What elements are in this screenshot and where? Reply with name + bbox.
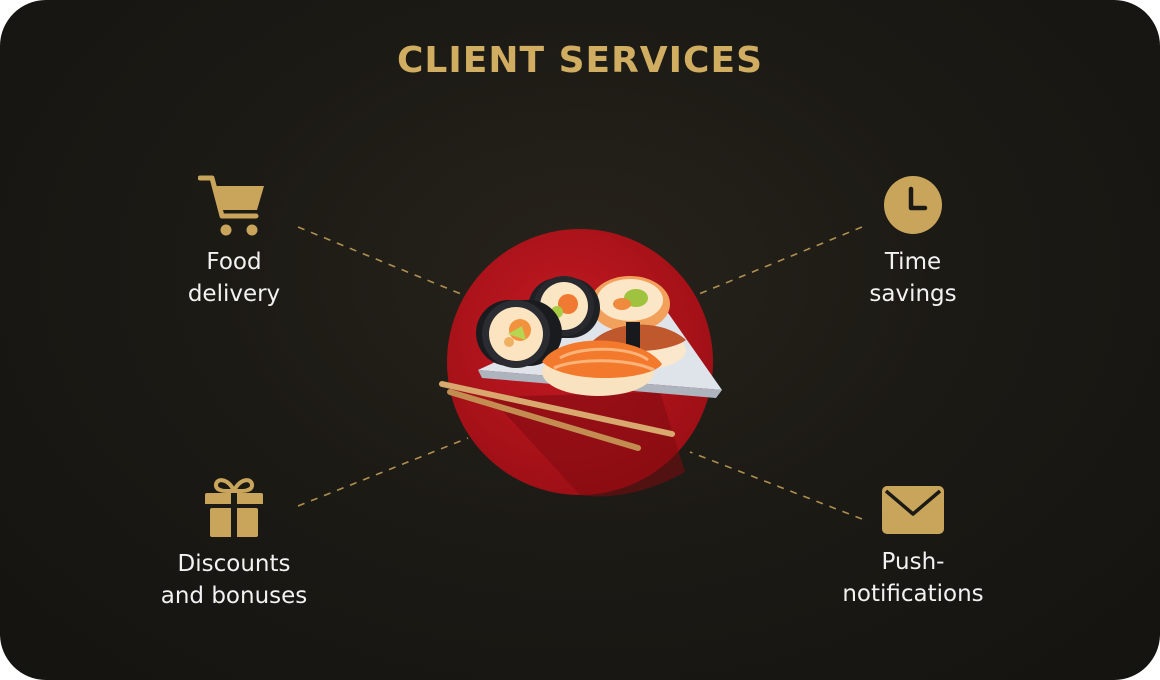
service-time-savings: Time savings <box>783 172 1043 310</box>
service-label-line1: Time <box>884 249 942 275</box>
service-label-line2: notifications <box>842 581 984 607</box>
service-label-line2: savings <box>869 281 957 307</box>
service-food-delivery: Food delivery <box>104 172 364 310</box>
service-push-notifications: Push- notifications <box>783 482 1043 610</box>
shopping-cart-icon <box>198 175 264 236</box>
roll-front <box>476 300 562 368</box>
service-label-line1: Push- <box>881 549 945 575</box>
service-label-line2: delivery <box>187 281 281 307</box>
service-label-line1: Discounts <box>177 551 291 577</box>
roll-back <box>590 276 670 332</box>
gift-icon <box>205 478 263 537</box>
clock-icon <box>884 176 942 234</box>
chopsticks <box>439 381 675 451</box>
service-label-line1: Food <box>206 249 262 275</box>
page-title: CLIENT SERVICES <box>397 40 763 81</box>
envelope-icon <box>882 486 944 534</box>
sushi-plate-icon <box>439 229 722 497</box>
service-discounts: Discounts and bonuses <box>104 474 364 612</box>
service-label-line2: and bonuses <box>160 583 308 609</box>
nigiri-salmon <box>542 340 662 396</box>
